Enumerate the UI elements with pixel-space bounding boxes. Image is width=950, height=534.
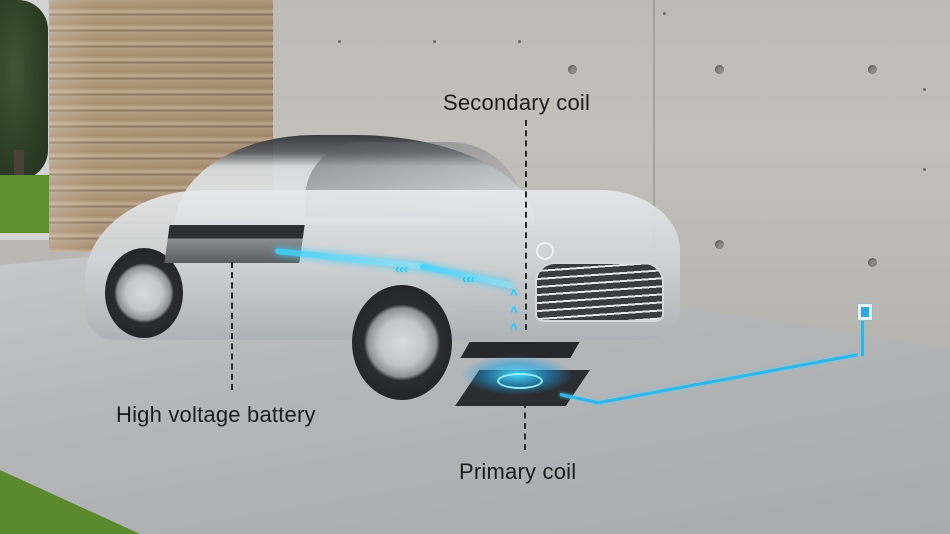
front-grille xyxy=(535,262,664,322)
chevron-left-icon: ‹‹‹ xyxy=(395,261,408,276)
wall-pore xyxy=(518,40,521,43)
secondary-coil-leader-line xyxy=(525,120,527,330)
chevron-up-icon: ^ xyxy=(510,321,518,336)
wall-pore xyxy=(433,40,436,43)
rear-wheel xyxy=(105,248,183,338)
wall-pore xyxy=(663,12,666,15)
front-wheel xyxy=(352,285,452,400)
wall-tie-hole xyxy=(868,65,877,74)
high-voltage-battery xyxy=(164,225,305,263)
chevron-up-icon: ^ xyxy=(510,287,518,302)
primary-coil-label: Primary coil xyxy=(459,459,577,484)
charging-cable xyxy=(861,316,864,356)
primary-coil-leader-line xyxy=(524,402,526,450)
wall-tie-hole xyxy=(568,65,577,74)
wall-pore xyxy=(923,168,926,171)
chevron-left-icon: ‹‹‹ xyxy=(462,271,475,286)
battery-leader-line xyxy=(231,262,233,390)
car xyxy=(80,130,690,430)
wall-seam xyxy=(653,0,655,340)
wall-tie-hole xyxy=(715,240,724,249)
tree xyxy=(0,0,48,180)
wall-tie-hole xyxy=(715,65,724,74)
high-voltage-battery-label: High voltage battery xyxy=(116,402,316,427)
wall-pore xyxy=(338,40,341,43)
wall-tie-hole xyxy=(868,258,877,267)
lawn xyxy=(0,175,50,233)
induction-ring-icon xyxy=(497,373,543,389)
wall-socket-icon xyxy=(857,303,873,321)
brand-emblem-icon xyxy=(536,242,554,260)
wall-pore xyxy=(923,88,926,91)
chevron-up-icon: ^ xyxy=(510,304,518,319)
secondary-coil-label: Secondary coil xyxy=(443,90,591,115)
